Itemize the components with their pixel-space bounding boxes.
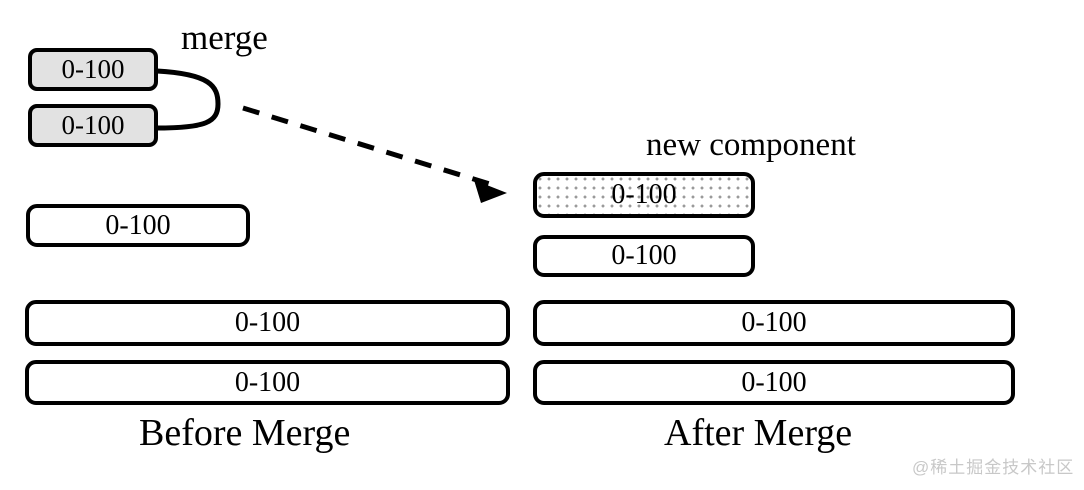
after-component-box-2-label: 0-100 bbox=[611, 240, 677, 271]
new-component-annotation-label: new component bbox=[646, 127, 856, 163]
merge-annotation-label: merge bbox=[181, 18, 268, 57]
before-level-bar-wide-1: 0-100 bbox=[25, 300, 510, 346]
after-merge-caption: After Merge bbox=[664, 412, 853, 454]
after-component-box-merged-label: 0-100 bbox=[611, 179, 677, 210]
after-level-bar-wide-1: 0-100 bbox=[533, 300, 1015, 346]
before-level-bar-medium-label: 0-100 bbox=[105, 209, 171, 241]
merge-dashed-arrow-line bbox=[242, 105, 494, 188]
before-level-bar-medium: 0-100 bbox=[26, 204, 250, 247]
before-level-bar-wide-2-label: 0-100 bbox=[234, 366, 301, 398]
after-component-box-2: 0-100 bbox=[533, 235, 755, 277]
before-component-box-2-label: 0-100 bbox=[61, 110, 125, 140]
before-level-bar-wide-2: 0-100 bbox=[25, 360, 510, 405]
before-component-box-2: 0-100 bbox=[28, 104, 158, 147]
after-level-bar-wide-2-label: 0-100 bbox=[741, 366, 807, 398]
after-level-bar-wide-2: 0-100 bbox=[533, 360, 1015, 405]
merge-dashed-arrow-head bbox=[474, 180, 507, 203]
before-level-bar-wide-1-label: 0-100 bbox=[234, 307, 301, 338]
before-component-box-1: 0-100 bbox=[28, 48, 158, 91]
after-component-box-merged: 0-100 bbox=[533, 172, 755, 218]
site-watermark: @稀土掘金技术社区 bbox=[912, 458, 1075, 477]
before-component-box-1-label: 0-100 bbox=[61, 54, 125, 84]
merge-curve-connector bbox=[154, 68, 221, 131]
after-level-bar-wide-1-label: 0-100 bbox=[741, 307, 807, 338]
before-merge-caption: Before Merge bbox=[139, 412, 351, 454]
